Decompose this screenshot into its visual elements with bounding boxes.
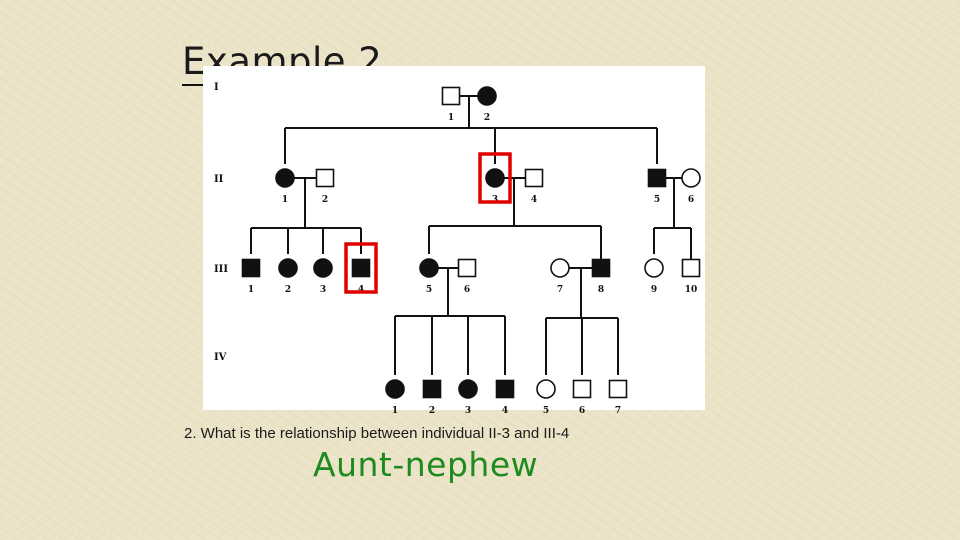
individual-number: 1 [448, 113, 454, 123]
individual-number: 2 [285, 285, 291, 295]
pedigree-male-symbol [441, 86, 461, 106]
individual-number: 4 [531, 195, 537, 205]
pedigree-female-symbol [385, 379, 405, 399]
individual-number: 7 [557, 285, 563, 295]
pedigree-male-symbol [591, 258, 611, 278]
pedigree-female-symbol [275, 168, 295, 188]
individual-number: 3 [320, 285, 326, 295]
individual-number: 10 [685, 285, 698, 295]
pedigree-male-symbol [457, 258, 477, 278]
individual-number: 5 [654, 195, 660, 205]
individual-number: 4 [358, 285, 364, 295]
pedigree-female-symbol [278, 258, 298, 278]
pedigree-male-symbol [608, 379, 628, 399]
individual-number: 2 [484, 113, 490, 123]
pedigree-male-symbol [572, 379, 592, 399]
pedigree-male-symbol [315, 168, 335, 188]
pedigree-female-symbol [313, 258, 333, 278]
individual-number: 6 [579, 406, 585, 416]
generation-label: I [214, 82, 219, 93]
pedigree-male-symbol [524, 168, 544, 188]
individual-number: 1 [248, 285, 254, 295]
individual-number: 9 [651, 285, 657, 295]
individual-number: 6 [688, 195, 694, 205]
individual-number: 1 [282, 195, 288, 205]
generation-label: III [214, 264, 228, 275]
individual-number: 6 [464, 285, 470, 295]
pedigree-female-symbol [550, 258, 570, 278]
individual-number: 3 [465, 406, 471, 416]
pedigree-female-symbol [681, 168, 701, 188]
generation-label: II [214, 174, 224, 185]
pedigree-female-symbol [477, 86, 497, 106]
pedigree-male-symbol [647, 168, 667, 188]
pedigree-female-symbol [485, 168, 505, 188]
pedigree-female-symbol [644, 258, 664, 278]
answer-text: Aunt-nephew [313, 445, 539, 484]
generation-label: IV [214, 352, 227, 363]
individual-number: 8 [598, 285, 604, 295]
individual-number: 2 [322, 195, 328, 205]
individual-number: 4 [502, 406, 508, 416]
individual-number: 5 [543, 406, 549, 416]
pedigree-male-symbol [351, 258, 371, 278]
question-text: 2. What is the relationship between indi… [184, 425, 570, 442]
pedigree-male-symbol [241, 258, 261, 278]
pedigree-male-symbol [495, 379, 515, 399]
pedigree-male-symbol [681, 258, 701, 278]
individual-number: 5 [426, 285, 432, 295]
individual-number: 7 [615, 406, 621, 416]
highlight-box [344, 242, 378, 294]
pedigree-male-symbol [422, 379, 442, 399]
individual-number: 2 [429, 406, 435, 416]
highlight-box [478, 152, 512, 204]
pedigree-female-symbol [419, 258, 439, 278]
pedigree-female-symbol [458, 379, 478, 399]
pedigree-female-symbol [536, 379, 556, 399]
individual-number: 1 [392, 406, 398, 416]
individual-number: 3 [492, 195, 498, 205]
